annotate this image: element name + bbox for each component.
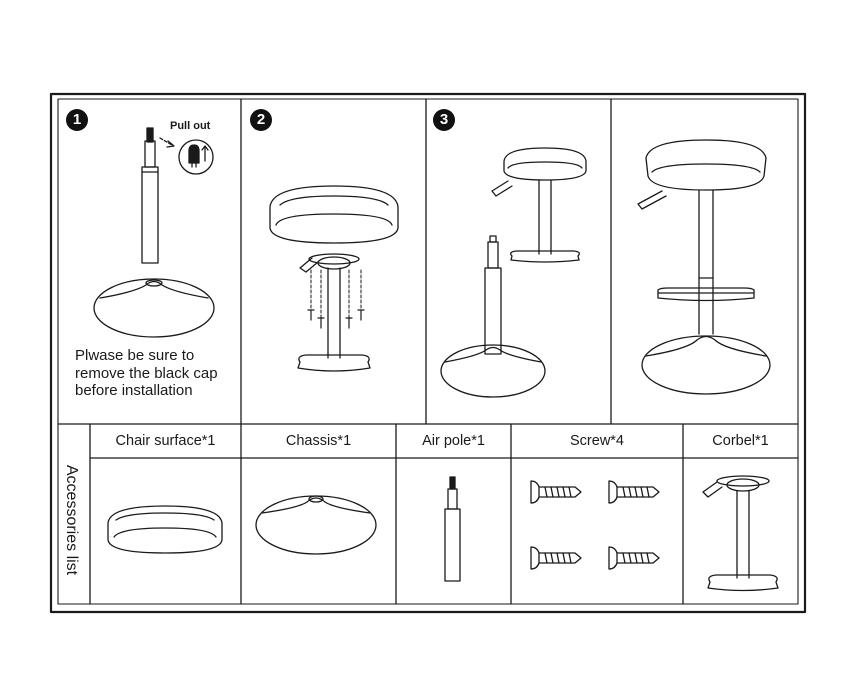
accessory-gas-lift-drawing xyxy=(444,476,461,582)
outer-frame xyxy=(49,92,807,614)
step-number-3: 3 xyxy=(433,109,455,131)
accessories-list-title: Accessories list xyxy=(58,440,84,600)
step3-seat-drawing xyxy=(491,147,587,263)
step1-base-drawing xyxy=(93,278,215,338)
step-number-1: 1 xyxy=(66,109,88,131)
accessory-seat-drawing xyxy=(107,505,223,554)
accessory-header-screw: Screw*4 xyxy=(570,433,624,449)
accessory-corbel-drawing xyxy=(702,475,779,592)
step1-gas-lift-drawing xyxy=(141,127,159,264)
step2-corbel-drawing xyxy=(297,253,371,372)
accessories-list-label: Accessories list xyxy=(63,464,80,576)
pull-out-callout: Pull out xyxy=(170,120,211,132)
accessory-header-air-pole: Air pole*1 xyxy=(422,433,485,449)
step3-base-drawing xyxy=(440,344,546,398)
step-number-2: 2 xyxy=(250,109,272,131)
step1-cap-callout xyxy=(159,137,214,175)
step3-gas-lift-drawing xyxy=(484,235,502,355)
finished-stool-drawing xyxy=(637,139,771,395)
step2-seat-drawing xyxy=(269,185,399,244)
accessory-header-chassis: Chassis*1 xyxy=(285,433,352,449)
accessory-screws-drawing xyxy=(530,480,660,570)
accessory-header-corbel: Corbel*1 xyxy=(712,433,769,449)
accessory-header-chair-surface: Chair surface*1 xyxy=(115,433,216,449)
step2-screws-drawing xyxy=(310,269,362,319)
accessory-base-drawing xyxy=(255,495,377,555)
inner-frame xyxy=(57,98,799,605)
installation-note: Plwase be sure to remove the black cap b… xyxy=(75,347,218,399)
